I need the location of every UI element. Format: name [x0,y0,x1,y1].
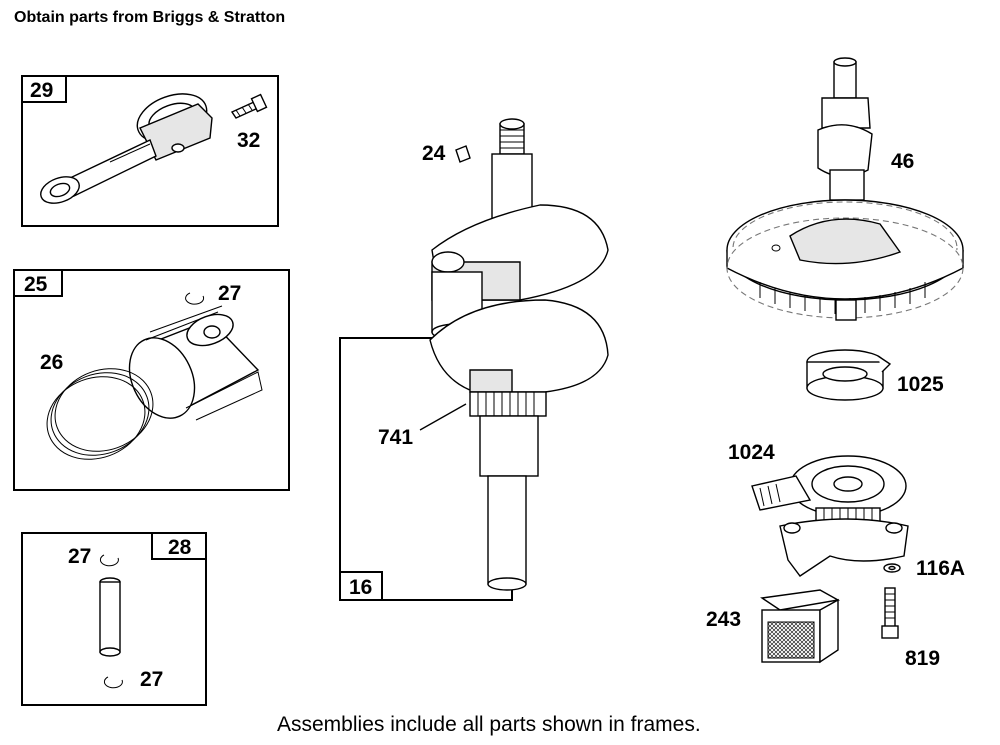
governor-cup-icon [806,349,892,401]
callout-1024: 1024 [728,441,775,464]
callout-243: 243 [706,608,741,631]
rod-bolt-icon [230,93,268,119]
callout-27-pin-top: 27 [68,545,91,568]
frame-number-16: 16 [349,576,372,599]
callout-116a: 116A [916,557,965,580]
frame-number-25: 25 [24,273,48,296]
pump-screw-icon [881,587,899,639]
frame-number-28: 28 [168,536,192,559]
callout-1025: 1025 [897,373,944,396]
callout-24: 24 [422,142,446,165]
callout-27-pin-bottom: 27 [140,668,163,691]
key-icon [455,145,471,163]
callout-32: 32 [237,129,260,152]
oil-pump-icon [751,455,909,577]
frame-28: 28 [21,532,207,706]
callout-741: 741 [378,426,413,449]
crankshaft-icon [429,118,609,591]
piston-icon [128,305,263,421]
retaining-clip-icon [103,676,123,689]
washer-icon [883,563,901,573]
frame-number-29: 29 [30,79,53,102]
camshaft-gear-icon [726,57,964,321]
oil-screen-icon [760,589,841,664]
footer-text: Assemblies include all parts shown in fr… [277,713,701,736]
callout-26: 26 [40,351,63,374]
callout-27-piston: 27 [218,282,241,305]
frame-25: 25 [13,269,290,491]
piston-pin-icon [99,577,121,657]
callout-819: 819 [905,647,940,670]
frame-16: 16 [339,337,513,601]
connecting-rod-icon [40,93,213,204]
retaining-clip-icon [99,554,119,567]
retaining-clip-icon [185,292,205,305]
frame-29: 29 [21,75,279,227]
callout-46: 46 [891,150,914,173]
header-text: Obtain parts from Briggs & Stratton [14,9,285,26]
piston-rings-icon [46,368,154,460]
